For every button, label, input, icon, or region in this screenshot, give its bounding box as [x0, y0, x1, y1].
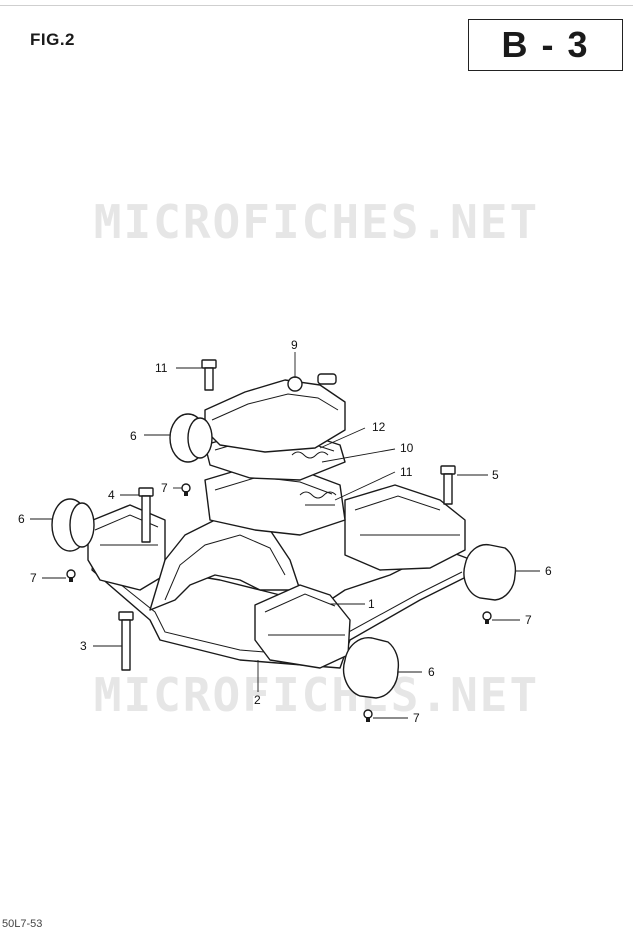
callout-10: 11	[155, 361, 168, 375]
callout-7c: 7	[525, 613, 532, 627]
callout-7a: 7	[161, 481, 168, 495]
callout-6d: 6	[428, 665, 435, 679]
callout-7d: 7	[413, 711, 420, 725]
blanking-cap-bottom	[342, 637, 400, 699]
bolt-5	[440, 465, 456, 505]
leader-lines	[30, 352, 540, 719]
top-border-line	[0, 5, 633, 6]
callout-5: 5	[492, 468, 499, 482]
bolt-4	[138, 487, 154, 543]
blanking-cap-right	[463, 543, 517, 601]
blanking-cap-top-left-rim	[187, 417, 213, 459]
callout-8: 9	[291, 338, 298, 352]
callout-12: 12	[372, 420, 386, 434]
callout-labels: 9 11 6 12 10 11 7 4 5 6 7 6 1 7 3 6 2 7	[18, 338, 552, 725]
screw-7-a	[181, 483, 191, 496]
callout-6a: 6	[130, 429, 137, 443]
screw-7-d	[363, 709, 373, 722]
valve-part-11	[299, 491, 337, 506]
callout-1: 1	[368, 597, 375, 611]
left-cover-block	[87, 504, 166, 591]
callout-6c: 6	[545, 564, 552, 578]
callout-7b: 7	[30, 571, 37, 585]
watermark-top: MICROFICHES.NET	[93, 195, 540, 249]
blanking-cap-left-rim	[69, 502, 95, 548]
cap-boss	[287, 376, 303, 392]
rear-right-cover-block	[344, 484, 466, 571]
cap-nozzle	[317, 373, 337, 385]
central-housing	[149, 514, 301, 611]
top-cap	[204, 379, 346, 453]
callout-9: 10	[400, 441, 414, 455]
footer-code: 50L7-53	[2, 918, 43, 930]
bolt-3	[118, 611, 134, 671]
callout-4: 4	[108, 488, 115, 502]
figure-label: FIG.2	[30, 30, 76, 49]
watermark-bottom: MICROFICHES.NET	[93, 668, 540, 722]
page-code-box: B - 3	[468, 19, 623, 71]
screw-7-b	[66, 569, 76, 582]
callout-3: 3	[80, 639, 87, 653]
callout-11: 11	[400, 465, 413, 479]
screw-7-c	[482, 611, 492, 624]
callout-2: 2	[254, 693, 261, 707]
bolt-10	[201, 359, 217, 391]
callout-6b: 6	[18, 512, 25, 526]
valve-part-9	[291, 451, 329, 459]
